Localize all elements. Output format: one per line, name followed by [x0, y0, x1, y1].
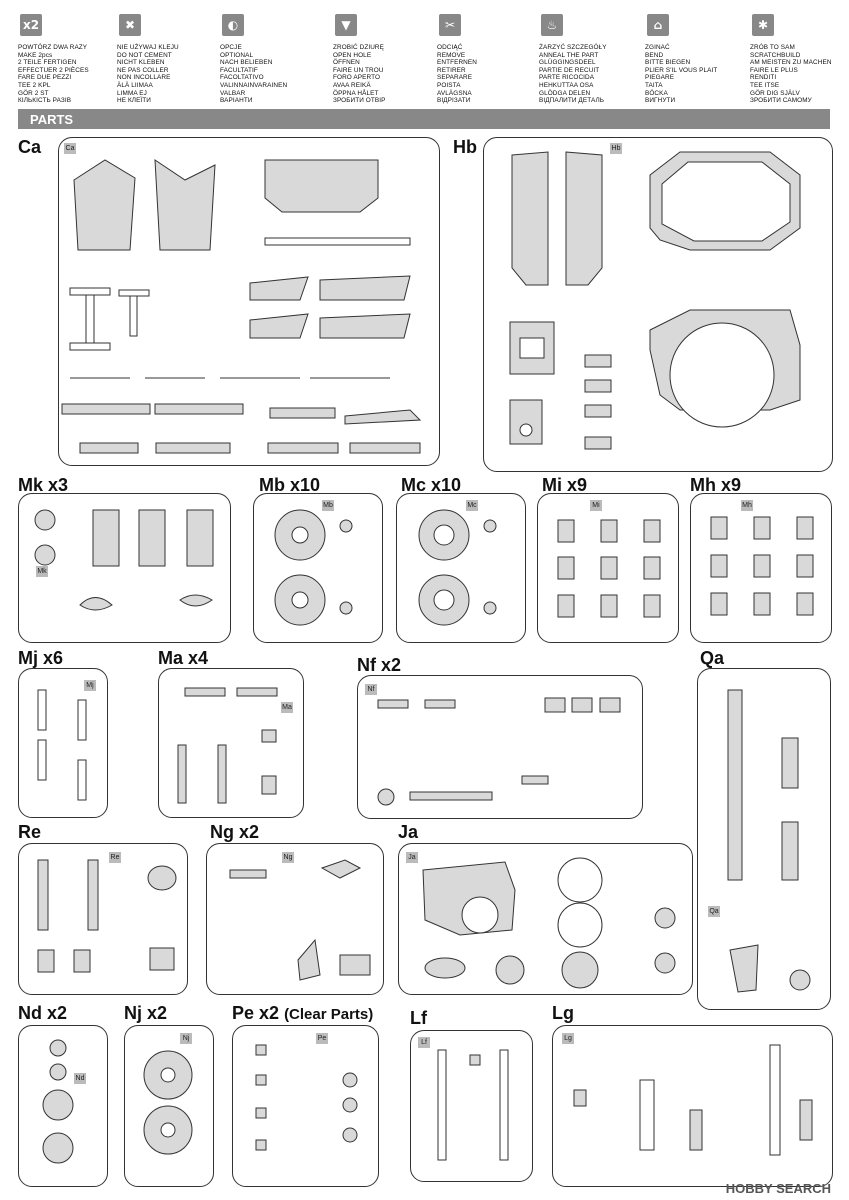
sprue-label-mi: Mi x9 [542, 475, 588, 495]
remove-icon: ✂ [439, 14, 461, 36]
sprue-tag: Mh [741, 500, 753, 511]
sprue-re-parts [37, 859, 177, 973]
sprue-frame-qa [697, 668, 831, 1010]
sprue-label-mk: Mk x3 [18, 475, 69, 495]
sprue-label-hb: Hb [453, 137, 477, 157]
sprue-label-mh: Mh x9 [690, 475, 742, 495]
scratchbuild-icon: ✱ [752, 14, 774, 36]
watermark: HOBBY SEARCH [725, 1181, 831, 1196]
sprue-mb-wheels [274, 509, 353, 626]
sprue-qa-parts [727, 689, 811, 993]
anneal-icon: ♨ [541, 14, 563, 36]
legend-text: OPCJE OPTIONAL NACH BELIEBEN FACULTATIF … [220, 44, 288, 105]
no-glue-icon: ✖ [119, 14, 141, 36]
sprue-frame-nf [357, 675, 643, 819]
sprue-label-nj: Nj x2 [124, 1003, 168, 1023]
sprue-tag: Qa [708, 906, 720, 917]
legend-text: NIE UŻYWAJ KLEJU DO NOT CEMENT NICHT KLE… [117, 44, 179, 105]
sprue-frame-mj [18, 668, 108, 818]
sprue-ca-parts [61, 159, 422, 454]
sprue-tag: Ng [282, 852, 294, 863]
sprue-hb-parts [509, 151, 801, 450]
sprue-label-lf: Lf [410, 1008, 427, 1028]
legend-text: ŻARZYĆ SZCZEGÓŁY ANNEAL THE PART GLÜGGIN… [539, 44, 607, 105]
sprue-tag: Mc [466, 500, 478, 511]
sprue-lg-parts [573, 1044, 813, 1156]
sprue-tag: Re [109, 852, 121, 863]
sprue-tag: Ja [406, 852, 418, 863]
legend-text: ZROBIĆ DZIURĘ OPEN HOLE ÖFFNEN FAIRE UN … [333, 44, 386, 105]
parts-header: PARTS [30, 112, 74, 127]
legend-item: ◐ OPCJE OPTIONAL NACH BELIEBEN FACULTATI… [220, 14, 325, 105]
sprue-tag: Pe [316, 1033, 328, 1044]
legend-text: ZRÓB TO SAM SCRATCHBUILD AM MEISTEN ZU M… [750, 44, 832, 105]
sprue-label-nf: Nf x2 [357, 655, 402, 675]
sprue-nj-parts [143, 1050, 193, 1155]
sprue-nd-parts [42, 1039, 74, 1164]
sprue-tag: Ca [64, 143, 76, 154]
sprue-label-mc: Mc x10 [401, 475, 462, 495]
bend-icon: ⌂ [647, 14, 669, 36]
sprue-tag: Nd [74, 1073, 86, 1084]
sprue-nf-parts [377, 697, 621, 806]
sprue-label-mj: Mj x6 [18, 648, 64, 668]
sprue-tag: Lg [562, 1033, 574, 1044]
sprue-label-ca: Ca [18, 137, 42, 157]
repeat-x2-icon: x2 [20, 14, 42, 36]
legend-item: x2 POWTÓRZ DWA RAZY MAKE 2pcs 2 TEILE FE… [18, 14, 123, 105]
sprue-tag: Mk [36, 566, 48, 577]
legend-item: ⌂ ZGINAĆ BEND BITTE BIEGEN PLIER S'IL VO… [645, 14, 750, 105]
optional-icon: ◐ [222, 14, 244, 36]
sprue-label-mb: Mb x10 [259, 475, 321, 495]
legend-row: x2 POWTÓRZ DWA RAZY MAKE 2pcs 2 TEILE FE… [0, 14, 849, 109]
legend-item: ✂ ODCIĄĆ REMOVE ENTFERNEN RETIRER SEPARA… [437, 14, 542, 105]
sprue-mj-parts [37, 689, 87, 801]
sprue-lf-parts [437, 1049, 509, 1161]
sprue-mc-wheels [418, 509, 497, 626]
sprue-pe-parts [255, 1044, 358, 1151]
sprue-label-ma: Ma x4 [158, 648, 209, 668]
sprue-label-nd: Nd x2 [18, 1003, 68, 1023]
sprue-tag: Hb [610, 143, 622, 154]
sprue-tag: Mi [590, 500, 602, 511]
sprue-ma-parts [177, 687, 278, 804]
legend-item: ♨ ŻARZYĆ SZCZEGÓŁY ANNEAL THE PART GLÜGG… [539, 14, 644, 105]
sprue-label-lg: Lg [552, 1003, 574, 1023]
sprue-label-ja: Ja [398, 822, 419, 842]
legend-text: ODCIĄĆ REMOVE ENTFERNEN RETIRER SEPARARE… [437, 44, 477, 105]
sprue-tag: Ma [281, 702, 293, 713]
sprue-ja-parts [422, 857, 676, 989]
legend-item: ✖ NIE UŻYWAJ KLEJU DO NOT CEMENT NICHT K… [117, 14, 222, 105]
sprue-mh-links [710, 516, 814, 616]
sprue-tag: Nf [365, 684, 377, 695]
sprue-label-re: Re [18, 822, 42, 842]
sprue-label-ng: Ng x2 [210, 822, 260, 842]
legend-item: ▼ ZROBIĆ DZIURĘ OPEN HOLE ÖFFNEN FAIRE U… [333, 14, 438, 105]
sprue-mk-parts [34, 509, 214, 611]
sprue-label-pe: Pe x2 (Clear Parts) [232, 1003, 374, 1023]
sprue-tag: Lf [418, 1037, 430, 1048]
sprue-tag: Nj [180, 1033, 192, 1044]
sprue-tag: Mj [84, 680, 96, 691]
legend-item: ✱ ZRÓB TO SAM SCRATCHBUILD AM MEISTEN ZU… [750, 14, 849, 105]
parts-header-bar: PARTS [18, 109, 830, 129]
sprue-frame-lg [552, 1025, 833, 1187]
legend-text: ZGINAĆ BEND BITTE BIEGEN PLIER S'IL VOUS… [645, 44, 718, 105]
legend-text: POWTÓRZ DWA RAZY MAKE 2pcs 2 TEILE FERTI… [18, 44, 89, 105]
sprue-tag: Mb [322, 500, 334, 511]
sprue-label-qa: Qa [700, 648, 725, 668]
drill-hole-icon: ▼ [335, 14, 357, 36]
sprue-mi-links [557, 519, 661, 618]
sprue-ng-parts [229, 859, 371, 981]
sprue-note: (Clear Parts) [284, 1006, 374, 1023]
